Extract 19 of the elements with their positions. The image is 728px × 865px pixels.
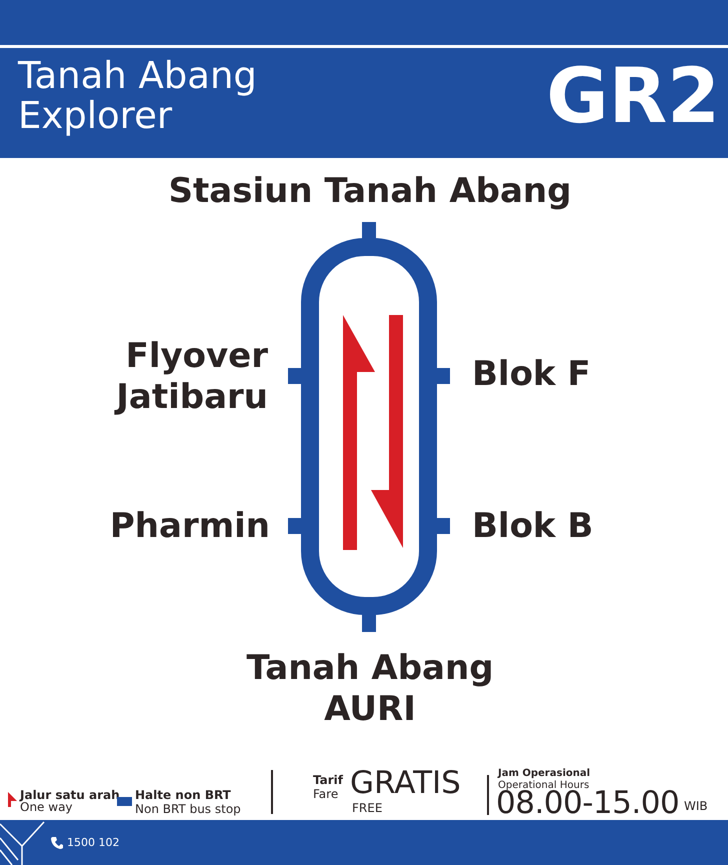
stop-name: Pharmin — [108, 507, 270, 546]
legend-subtext: One way — [20, 801, 73, 815]
stop-name: Flyover Jatibaru — [113, 336, 268, 418]
stop-name: Stasiun Tanah Abang — [168, 172, 572, 212]
legend-subtext: Non BRT bus stop — [135, 803, 241, 817]
legend-label: Jalur satu arah — [20, 788, 120, 802]
fare-value: GRATIS — [350, 766, 461, 802]
legend-label: Halte non BRT — [135, 788, 231, 802]
timezone-label: WIB — [684, 800, 708, 814]
stop-name: Blok F — [472, 355, 592, 394]
route-code: GR2 — [545, 52, 720, 140]
stop-name: Blok B — [472, 507, 594, 546]
hours-label: Jam Operasional — [498, 768, 590, 780]
phone-number: 1500 102 — [67, 837, 120, 850]
stop-name: Tanah Abang AURI — [245, 648, 495, 730]
fare-label: Fare — [313, 788, 338, 802]
fare-subtext: FREE — [352, 802, 382, 816]
fare-label: Tarif — [313, 774, 343, 788]
route-title: Tanah Abang Explorer — [18, 56, 258, 136]
